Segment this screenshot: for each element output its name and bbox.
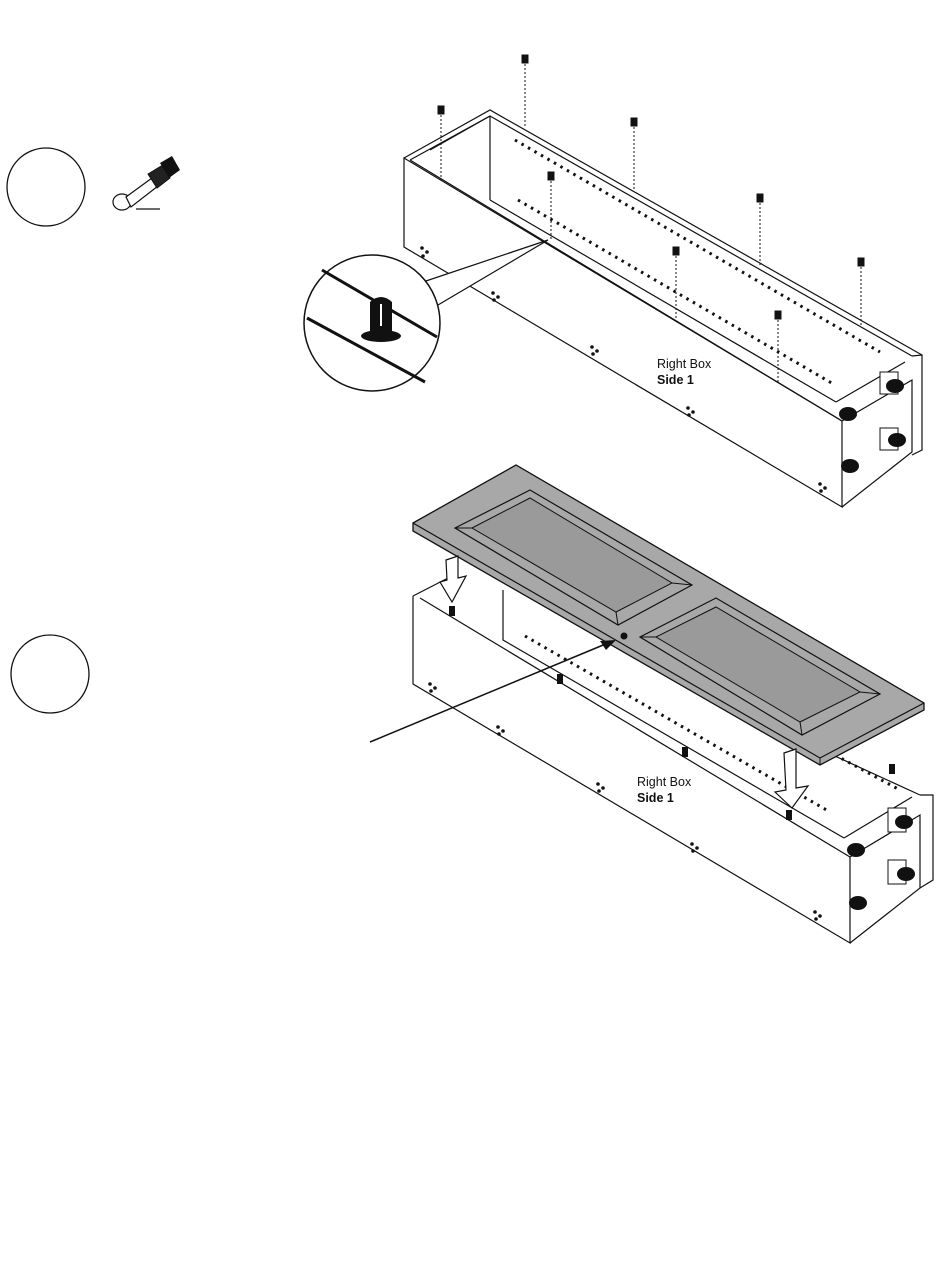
step-two: Right Box Side 1 [11,465,933,943]
pin-marker [757,194,763,265]
step-two-number-circle [11,635,89,713]
pin-marker [522,55,528,128]
step-two-box-label: Right Box [637,775,692,789]
step-one-side-label: Side 1 [657,373,694,387]
step-two-hinges [847,808,915,910]
step-one-cabinet [404,110,922,507]
step-one: Right Box Side 1 [7,55,922,507]
step-two-down-arrow-right-icon [775,749,808,808]
step-two-down-arrow-left-icon [440,556,466,602]
pin-marker [858,258,864,325]
step-one-hinges [839,372,906,473]
pin-marker [673,247,679,320]
pin-marker [548,172,554,240]
step-one-box-label: Right Box [657,357,712,371]
hinge-pin-icon [113,156,180,210]
step-one-number-circle [7,148,85,226]
pin-marker [631,118,637,190]
step-two-side-label: Side 1 [637,791,674,805]
pin-marker [775,311,781,382]
